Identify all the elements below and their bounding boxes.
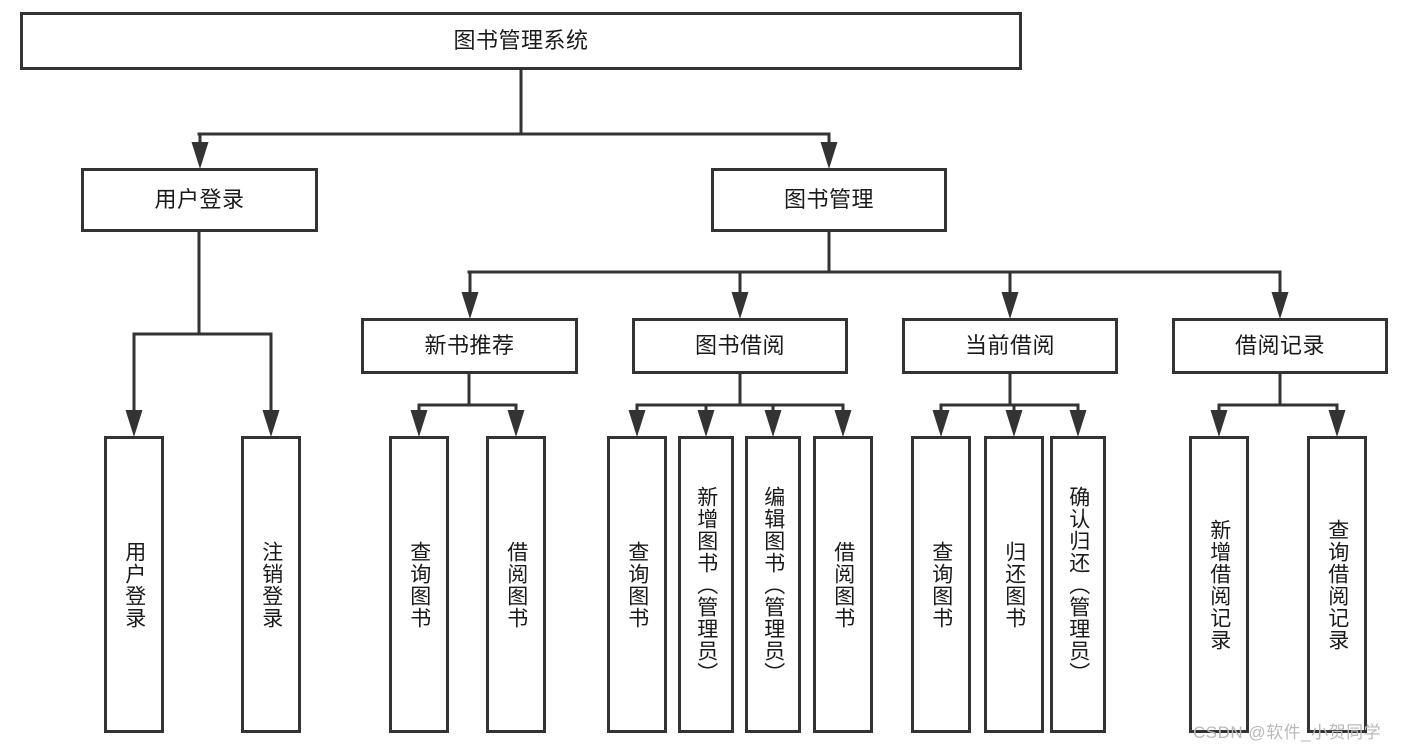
arrow-head-icon: [697, 410, 715, 437]
arrow-head-icon: [262, 410, 280, 437]
node-box-lf-6[interactable]: [745, 436, 801, 733]
node-box-l3-1[interactable]: [632, 318, 848, 374]
node-box-lf-3[interactable]: [486, 436, 546, 733]
connector-layer: [125, 68, 1346, 437]
node-box-lf-5[interactable]: [678, 436, 734, 733]
arrow-head-icon: [932, 410, 950, 437]
node-box-lf-11[interactable]: [1189, 436, 1249, 733]
node-box-lf-0[interactable]: [104, 436, 164, 733]
node-box-l2-0[interactable]: [81, 168, 318, 232]
arrow-head-icon: [1005, 410, 1023, 437]
arrow-head-icon: [1069, 410, 1087, 437]
arrow-head-icon: [820, 142, 838, 169]
arrow-head-icon: [191, 142, 209, 169]
node-box-lf-7[interactable]: [813, 436, 873, 733]
arrow-head-icon: [125, 410, 143, 437]
node-box-l3-2[interactable]: [902, 318, 1118, 374]
node-box-lf-2[interactable]: [389, 436, 449, 733]
node-box-lf-8[interactable]: [911, 436, 971, 733]
node-box-root[interactable]: [20, 12, 1022, 70]
node-box-l3-3[interactable]: [1172, 318, 1388, 374]
arrow-head-icon: [461, 292, 479, 319]
node-box-l2-1[interactable]: [711, 168, 947, 232]
node-box-lf-4[interactable]: [607, 436, 667, 733]
node-box-lf-10[interactable]: [1050, 436, 1106, 733]
arrow-head-icon: [764, 410, 782, 437]
node-box-lf-12[interactable]: [1307, 436, 1367, 733]
arrow-head-icon: [1271, 292, 1289, 319]
arrow-head-icon: [1001, 292, 1019, 319]
arrow-head-icon: [731, 292, 749, 319]
arrow-head-icon: [628, 410, 646, 437]
arrow-head-icon: [834, 410, 852, 437]
node-box-lf-9[interactable]: [984, 436, 1044, 733]
arrow-head-icon: [507, 410, 525, 437]
arrow-head-icon: [1210, 410, 1228, 437]
arrow-head-icon: [1328, 410, 1346, 437]
csdn-watermark: CSDN @软件_小贺同学: [1193, 723, 1382, 742]
arrow-head-icon: [410, 410, 428, 437]
node-box-l3-0[interactable]: [361, 318, 578, 374]
box-layer: [20, 12, 1388, 733]
node-box-lf-1[interactable]: [241, 436, 301, 733]
